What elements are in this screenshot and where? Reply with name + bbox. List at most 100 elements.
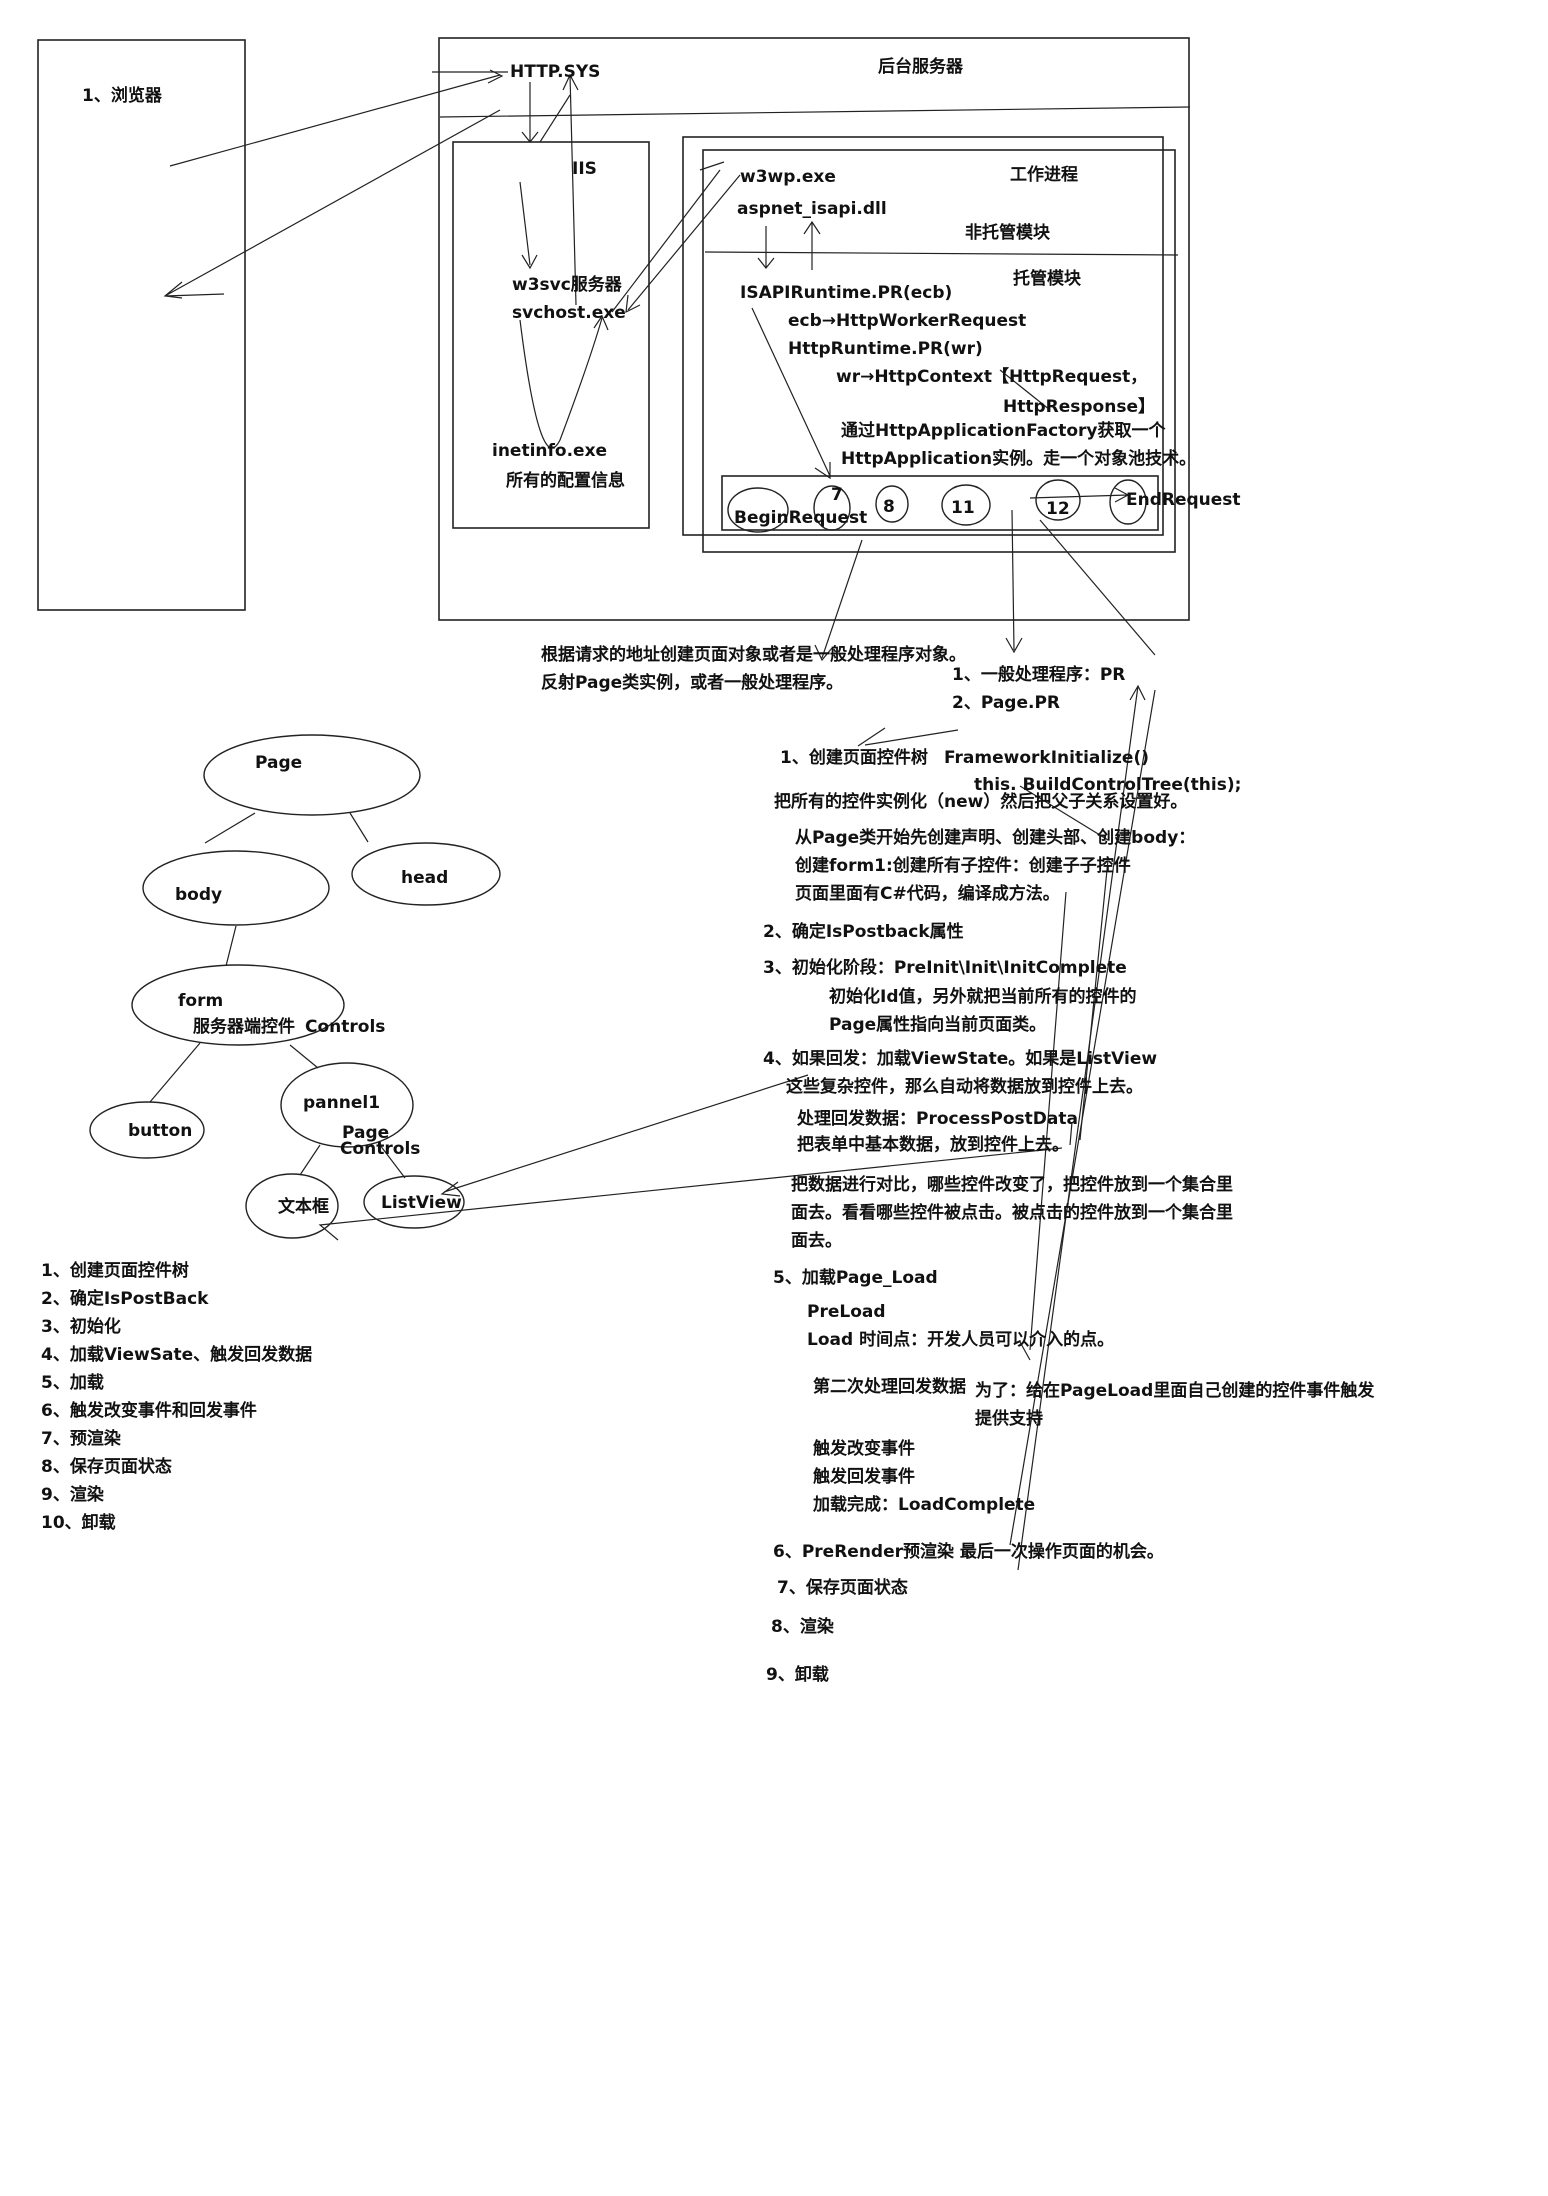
edge-body-form [225,925,237,967]
lc-s9: 9、卸载 [766,1664,829,1685]
summary-item: 1、创建页面控件树 [41,1260,189,1281]
w3svc-to-w3wp-line [611,161,725,313]
isapi-runtime-label: ISAPIRuntime.PR(ecb) [740,283,952,303]
isapi-up-arrow [803,220,821,270]
inetinfo-loop [519,314,609,449]
edge-pannel-textbox [299,1144,321,1176]
lc-s1: 1、创建页面控件树 [780,747,928,768]
isapi-label: aspnet_isapi.dll [737,199,887,219]
edge-page-head [349,812,369,843]
lc-csharp: 页面里面有C#代码，编译成方法。 [795,883,1060,904]
edge-form-pannel [289,1044,319,1069]
config-info-label: 所有的配置信息 [506,470,625,491]
w3svc-to-http-arrow [562,73,579,306]
tree-body-label: body [175,885,222,905]
lc-change-evt: 触发改变事件 [812,1438,915,1459]
event-12-ellipse [1035,479,1081,521]
wr-line-label: wr→HttpContext【HttpRequest， [836,366,1147,387]
worker-process-back [682,136,1164,536]
summary-item: 9、渲染 [41,1484,104,1505]
tree-head-label: head [401,868,448,888]
event-end-label: EndRequest [1126,490,1241,510]
event-11-label: 11 [951,498,975,518]
event-12-label: 12 [1046,499,1070,519]
listview-link-line [1019,891,1067,1361]
lc-preload: PreLoad [807,1302,886,1322]
http-runtime-label: HttpRuntime.PR(wr) [788,339,983,359]
lc-put-basic: 把表单中基本数据，放到控件上去。 [797,1134,1069,1155]
handler-line1: 根据请求的地址创建页面对象或者是一般处理程序对象。 [541,644,966,665]
head-node [351,842,501,906]
tree-form-label: form [178,991,223,1011]
w3wp-to-w3svc-arrow [625,174,741,314]
http-to-iis-line [539,94,571,143]
button-node [89,1101,205,1159]
handler-pr2: 2、Page.PR [952,693,1060,713]
lc-init-id: 初始化Id值，另外就把当前所有的控件的 [829,986,1137,1007]
listview-node [363,1175,465,1229]
fw-slash [1019,785,1109,841]
summary-item: 4、加载ViewSate、触发回发数据 [41,1344,312,1365]
runtime-to-pipeline-arrow [751,307,831,480]
viewstate-to-listview-arrow [440,1074,809,1197]
tree-server-ctrl-label: 服务器端控件 [193,1016,295,1037]
lc-build-tree: this. BuildControlTree(this); [974,775,1241,795]
server-label: 后台服务器 [878,56,964,77]
lifecycle-up-arrow [1017,684,1146,1571]
response-line-label: HttpResponse】 [1003,396,1155,417]
lc-s6: 6、PreRender预渲染 最后一次操作页面的机会。 [773,1541,1164,1562]
summary-list: 1、创建页面控件树 2、确定IsPostBack 3、初始化 4、加载ViewS… [41,1260,312,1533]
server-divider [439,106,1191,118]
edge-page-body [204,812,256,844]
lc-s2: 2、确定IsPostback属性 [763,921,964,942]
lc-purpose: 为了：给在PageLoad里面自己创建的控件事件触发 [975,1380,1375,1401]
lc-s3: 3、初始化阶段：PreInit\Init\InitComplete [763,957,1127,978]
ecb-line-label: ecb→HttpWorkerRequest [788,311,1026,331]
pipeline-box [721,475,1159,531]
response-bracket [999,369,1051,411]
isapi-down-arrow [757,226,775,269]
browser-box [37,39,246,611]
event-begin-ellipse [727,487,789,533]
lc-fw-init: FrameworkInitialize() [944,748,1149,768]
lc-compare: 把数据进行对比，哪些控件改变了，把控件放到一个集合里 [791,1174,1233,1195]
summary-item: 3、初始化 [41,1316,121,1337]
lc-load-complete: 加载完成：LoadComplete [812,1494,1035,1515]
managed-label: 托管模块 [1013,268,1082,289]
handler-pr1: 1、一般处理程序：PR [952,664,1125,685]
handler-to-s1-line [857,727,959,747]
tree-button-label: button [128,1121,192,1141]
svchost-label: svchost.exe [512,303,626,323]
lc-second: 第二次处理回发数据 [813,1376,966,1397]
summary-item: 5、加载 [41,1372,104,1393]
event-end-ellipse [1109,479,1147,525]
event-8-label: 8 [883,497,895,517]
summary-item: 2、确定IsPostBack [41,1288,209,1309]
lc-process-post: 处理回发数据：ProcessPostData [796,1108,1078,1129]
lifecycle-notes: 1、创建页面控件树 FrameworkInitialize() this. Bu… [763,747,1375,1685]
event-11-ellipse [941,484,991,526]
page-node [203,734,421,816]
unmanaged-label: 非托管模块 [965,222,1051,243]
summary-item: 10、卸载 [41,1512,116,1533]
w3svc-label: w3svc服务器 [512,274,623,295]
lc-support: 提供支持 [975,1408,1043,1429]
lc-load: Load 时间点：开发人员可以介入的点。 [807,1329,1114,1350]
event-12-down-line [1039,519,1156,656]
event-7-ellipse [813,485,851,531]
tree-textbox-label: 文本框 [278,1196,329,1217]
lc-s7: 7、保存页面状态 [777,1577,908,1598]
response-arrow [163,109,501,299]
server-box [438,37,1190,621]
lc-page-prop: Page属性指向当前页面类。 [829,1014,1046,1035]
lc-instantiate: 把所有的控件实例化（new）然后把父子关系设置好。 [774,791,1187,812]
iis-box [452,141,650,529]
tree-page2-label: Page [342,1123,389,1143]
lc-complex: 这些复杂控件，那么自动将数据放到控件上去。 [786,1076,1143,1097]
event-8-ellipse [875,485,909,523]
iis-to-w3svc-arrow [519,181,538,270]
lc-s8: 8、渲染 [771,1616,834,1637]
tree-page-label: Page [255,753,302,773]
lc-clicked: 面去。看看哪些控件被点击。被点击的控件放到一个集合里 [791,1202,1233,1223]
